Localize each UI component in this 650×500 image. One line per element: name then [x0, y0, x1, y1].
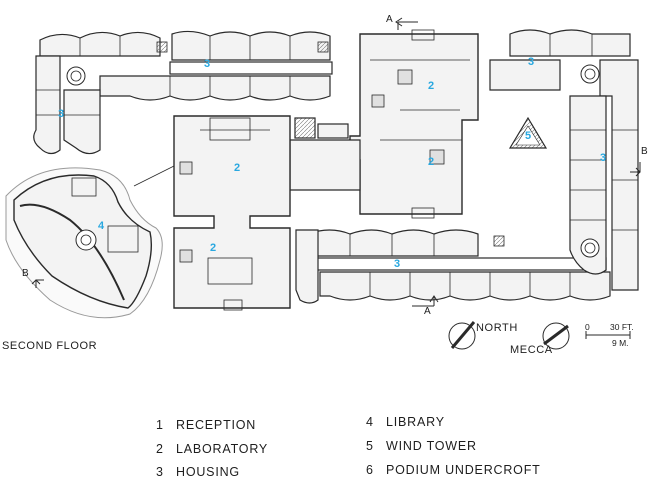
north-label: NORTH [476, 322, 518, 334]
legend-item: 2 LABORATORY [156, 442, 268, 456]
room-tag-laboratory: 2 [428, 156, 435, 168]
housing-wing-south [295, 229, 611, 304]
legend-number: 4 [366, 415, 374, 429]
housing-wing-north-west [33, 30, 333, 155]
legend-label: LIBRARY [386, 415, 445, 429]
laboratory-block-west [173, 115, 291, 309]
floor-title: SECOND FLOOR [2, 340, 98, 352]
room-tag-housing: 3 [528, 56, 535, 68]
legend-number: 6 [366, 463, 374, 477]
scale-feet-label: 30 FT. [610, 322, 634, 332]
room-tag-wind-tower: 5 [525, 130, 532, 142]
legend-label: PODIUM UNDERCROFT [386, 463, 541, 477]
legend-label: WIND TOWER [386, 439, 477, 453]
legend-item: 5 WIND TOWER [366, 439, 477, 453]
legend-number: 3 [156, 465, 164, 479]
laboratory-block-north [349, 33, 479, 215]
library-block [5, 167, 163, 319]
stair-spiral-se [580, 238, 600, 258]
legend-number: 5 [366, 439, 374, 453]
room-tag-laboratory: 2 [234, 162, 241, 174]
housing-partitions-nw [36, 36, 291, 116]
stair-spiral-nw [66, 66, 86, 86]
legend-label: HOUSING [176, 465, 240, 479]
section-arrows [31, 17, 641, 307]
scale-zero-label: 0 [585, 322, 590, 332]
north-arrow-symbol [448, 321, 476, 350]
section-marker-b-right: B [641, 146, 648, 157]
mecca-label: MECCA [510, 344, 553, 356]
scale-meters-label: 9 M. [612, 338, 629, 348]
wind-tower [508, 116, 548, 149]
section-marker-a-top: A [386, 14, 393, 25]
legend-item: 1 RECEPTION [156, 418, 256, 432]
legend-number: 2 [156, 442, 164, 456]
section-marker-b-left: B [22, 268, 29, 279]
room-tag-housing: 3 [204, 58, 211, 70]
room-tag-laboratory: 2 [210, 242, 217, 254]
scale-bar [585, 331, 631, 339]
room-tag-housing: 3 [600, 152, 607, 164]
legend-item: 4 LIBRARY [366, 415, 445, 429]
room-tag-housing: 3 [58, 108, 65, 120]
room-tag-laboratory: 2 [428, 80, 435, 92]
section-marker-a-bottom: A [424, 306, 431, 317]
mecca-direction-symbol [542, 322, 570, 350]
legend-item: 3 HOUSING [156, 465, 240, 479]
room-tag-library: 4 [98, 220, 105, 232]
legend-label: LABORATORY [176, 442, 269, 456]
central-corridor [289, 117, 361, 191]
stair-spiral-ne [580, 64, 600, 84]
room-tag-housing: 3 [394, 258, 401, 270]
housing-wing-east [489, 29, 639, 291]
legend-item: 6 PODIUM UNDERCROFT [366, 463, 541, 477]
legend-label: RECEPTION [176, 418, 257, 432]
legend-number: 1 [156, 418, 164, 432]
